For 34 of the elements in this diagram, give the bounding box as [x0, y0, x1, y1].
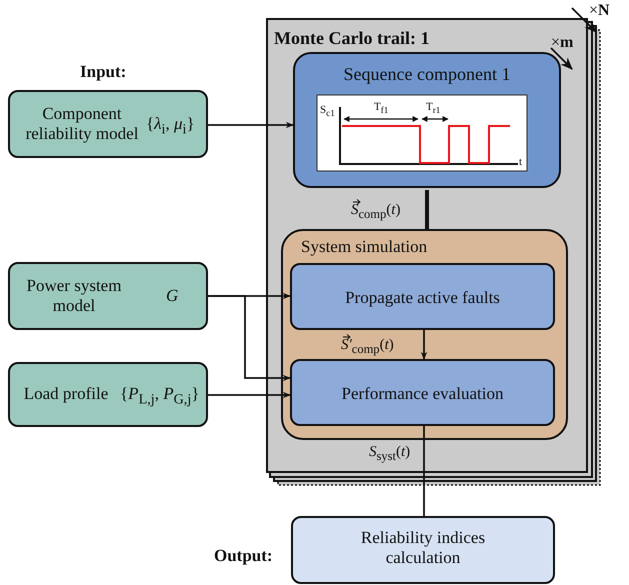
connector-arrow [208, 295, 291, 382]
axis-label: t [519, 156, 522, 168]
section-heading: Input: [80, 62, 126, 82]
axis-label: T$_{r1}$ [426, 101, 440, 116]
edge-label: S$_{comp}$(t) [350, 202, 402, 222]
input-box [8, 262, 208, 330]
process-box [290, 263, 555, 330]
math-formula: {λ$_{i}$, μ$_{i}$} [146, 114, 196, 138]
input-box [8, 362, 208, 427]
math-formula: G [166, 286, 180, 306]
axis-label: T$_{f1}$ [374, 101, 388, 116]
multiplicity-label: ×m [551, 34, 574, 52]
node-label: Sequence component 1 [342, 64, 512, 85]
node-label: Propagate active faults [344, 288, 501, 308]
node-label: Component reliability model [24, 104, 140, 144]
node-label: Load profile [22, 384, 110, 404]
node-label: Monte Carlo trail: 1 [274, 28, 430, 49]
connector-arrow [208, 122, 294, 128]
edge-label: S′$_{comp}$(t) [340, 337, 395, 357]
axis-label: S$_{c1}$ [320, 104, 335, 118]
connector-arrow [420, 330, 428, 360]
node-label: System simulation [301, 237, 428, 257]
node-label: Performance evaluation [340, 384, 504, 404]
math-formula: {P$_{L,j}$, P$_{G,j}$} [120, 384, 200, 408]
output-box [291, 516, 555, 584]
edge-label: S$_{syst}$(t) [368, 444, 412, 464]
node-label: Reliability indices calculation [360, 528, 486, 568]
input-box [8, 90, 208, 158]
simulation-panel [281, 229, 568, 440]
node-label: Power system model [26, 276, 122, 316]
process-box [290, 359, 555, 426]
section-heading: Output: [214, 546, 273, 566]
connector-arrow [208, 392, 291, 398]
multiplicity-label: ×N [589, 2, 610, 20]
